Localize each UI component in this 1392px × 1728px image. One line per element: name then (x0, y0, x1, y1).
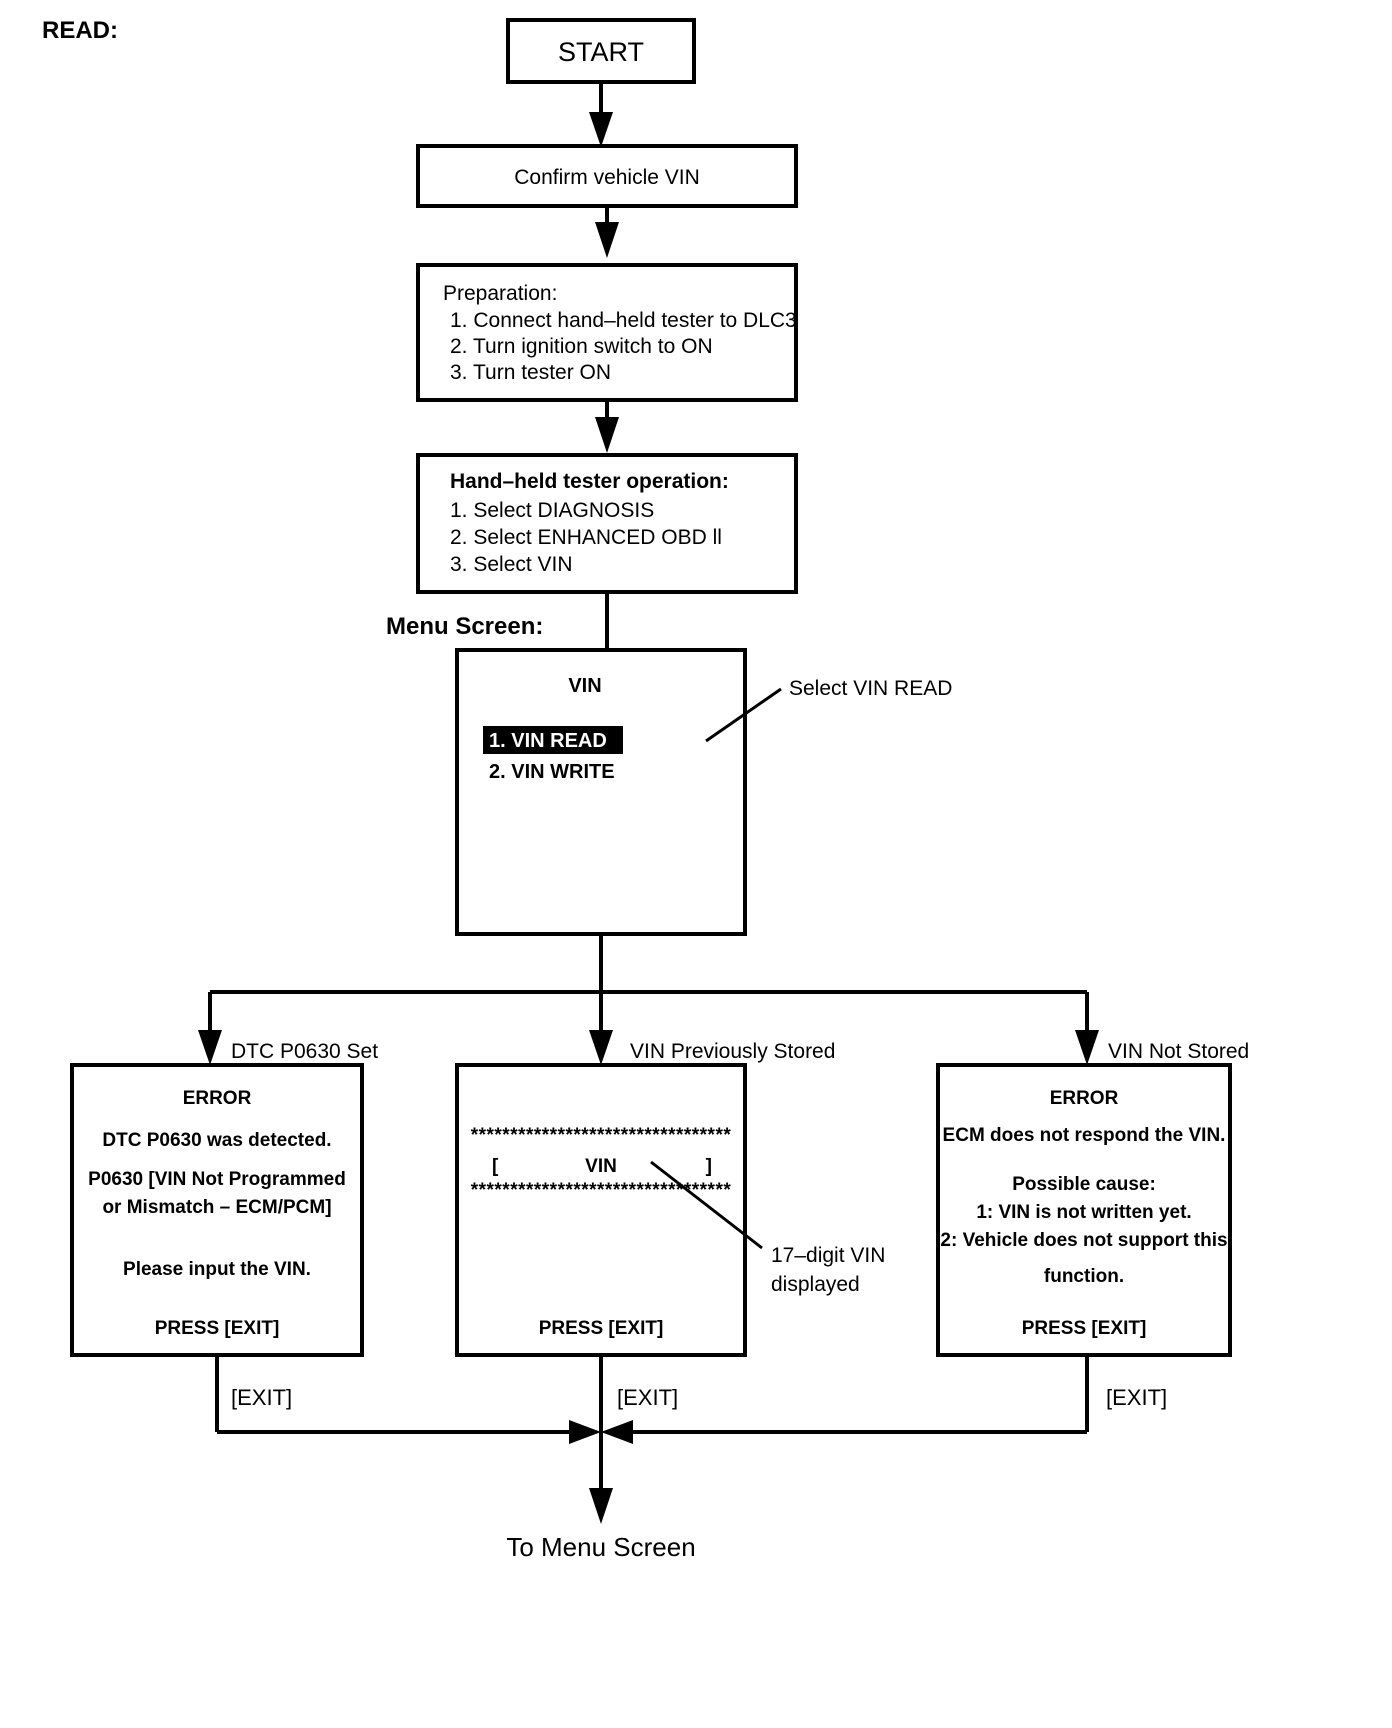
screen-vin-not-stored-line-1: ECM does not respond the VIN. (943, 1125, 1226, 1146)
screen-vin-not-stored-footer: PRESS [EXIT] (1022, 1318, 1147, 1339)
screen-vin-not-stored-line-2: Possible cause: (1012, 1174, 1156, 1195)
annotation-17-digit-vin-line1: 17–digit VIN (771, 1244, 885, 1267)
screen-error-dtc-line-4: Please input the VIN. (123, 1259, 311, 1280)
screen-vin-not-stored-title: ERROR (1050, 1088, 1119, 1109)
arrowhead-prep-to-tester (595, 417, 619, 453)
screen-vin-stored-stars-bottom: ********************************* (471, 1180, 732, 1201)
menu-item-vin-read-highlight[interactable] (483, 726, 623, 754)
leader-select-vin-read (705, 687, 782, 743)
node-tester-operation-step-1: 1. Select DIAGNOSIS (450, 499, 654, 522)
arrowhead-left-exit (569, 1420, 601, 1444)
screen-error-dtc-title: ERROR (183, 1088, 252, 1109)
arrowhead-start-to-confirm (589, 112, 613, 147)
menu-item-vin-write-label[interactable]: 2. VIN WRITE (489, 761, 615, 783)
node-menu-screen (455, 648, 747, 936)
node-confirm-vin-label: Confirm vehicle VIN (514, 166, 700, 189)
arrowhead-bus-to-right (1075, 1030, 1099, 1065)
screen-vin-not-stored (936, 1063, 1232, 1357)
node-confirm-vin (416, 144, 798, 208)
arrowhead-right-exit (601, 1420, 633, 1444)
screen-error-dtc-line-3: or Mismatch – ECM/PCM] (102, 1197, 331, 1218)
edge-label-exit-middle: [EXIT] (617, 1385, 678, 1410)
page-title: READ: (42, 17, 118, 44)
screen-error-dtc-footer: PRESS [EXIT] (155, 1318, 280, 1339)
screen-vin-stored-vin-text: VIN (585, 1156, 617, 1177)
screen-vin-not-stored-line-5: function. (1044, 1266, 1124, 1287)
screen-vin-stored-bracket-close: ] (706, 1156, 712, 1177)
screen-error-dtc (70, 1063, 364, 1357)
menu-screen-section-label: Menu Screen: (386, 613, 543, 640)
edge-label-exit-right: [EXIT] (1106, 1385, 1167, 1410)
node-preparation-step-1: 1. Connect hand–held tester to DLC3 (450, 309, 797, 332)
node-tester-operation-step-2: 2. Select ENHANCED OBD ll (450, 526, 722, 549)
menu-screen-title: VIN (568, 675, 601, 697)
node-preparation-step-2: 2. Turn ignition switch to ON (450, 335, 713, 358)
node-tester-operation-step-3: 3. Select VIN (450, 553, 573, 576)
annotation-17-digit-vin-line2: displayed (771, 1273, 860, 1296)
to-menu-screen-label: To Menu Screen (506, 1532, 695, 1562)
node-preparation-title: Preparation: (443, 282, 557, 305)
leader-17-digit-vin (650, 1160, 763, 1250)
arrowhead-bus-to-middle (589, 1030, 613, 1065)
arrowhead-bus-to-left (198, 1030, 222, 1065)
node-start-label: START (558, 37, 644, 67)
node-preparation (416, 263, 798, 402)
node-tester-operation-title: Hand–held tester operation: (450, 470, 729, 493)
menu-item-vin-read-label[interactable]: 1. VIN READ (489, 730, 607, 752)
node-preparation-step-3: 3. Turn tester ON (450, 361, 611, 384)
screen-error-dtc-line-1: DTC P0630 was detected. (102, 1130, 331, 1151)
screen-vin-stored-stars-top: ********************************* (471, 1125, 732, 1146)
screen-vin-not-stored-line-3: 1: VIN is not written yet. (976, 1202, 1191, 1223)
branch-label-dtc-p0630-set: DTC P0630 Set (231, 1040, 378, 1063)
arrowhead-to-menu-screen (589, 1488, 613, 1524)
screen-vin-stored-bracket-open: [ (492, 1156, 499, 1177)
screen-vin-not-stored-line-4: 2: Vehicle does not support this (940, 1230, 1227, 1251)
branch-label-vin-previously-stored: VIN Previously Stored (630, 1040, 835, 1063)
branch-label-vin-not-stored: VIN Not Stored (1108, 1040, 1249, 1063)
screen-vin-stored-footer: PRESS [EXIT] (539, 1318, 664, 1339)
screen-vin-stored (455, 1063, 747, 1357)
annotation-select-vin-read: Select VIN READ (789, 677, 952, 700)
screen-error-dtc-line-2: P0630 [VIN Not Programmed (88, 1169, 346, 1190)
edge-label-exit-left: [EXIT] (231, 1385, 292, 1410)
arrowhead-confirm-to-prep (595, 222, 619, 258)
